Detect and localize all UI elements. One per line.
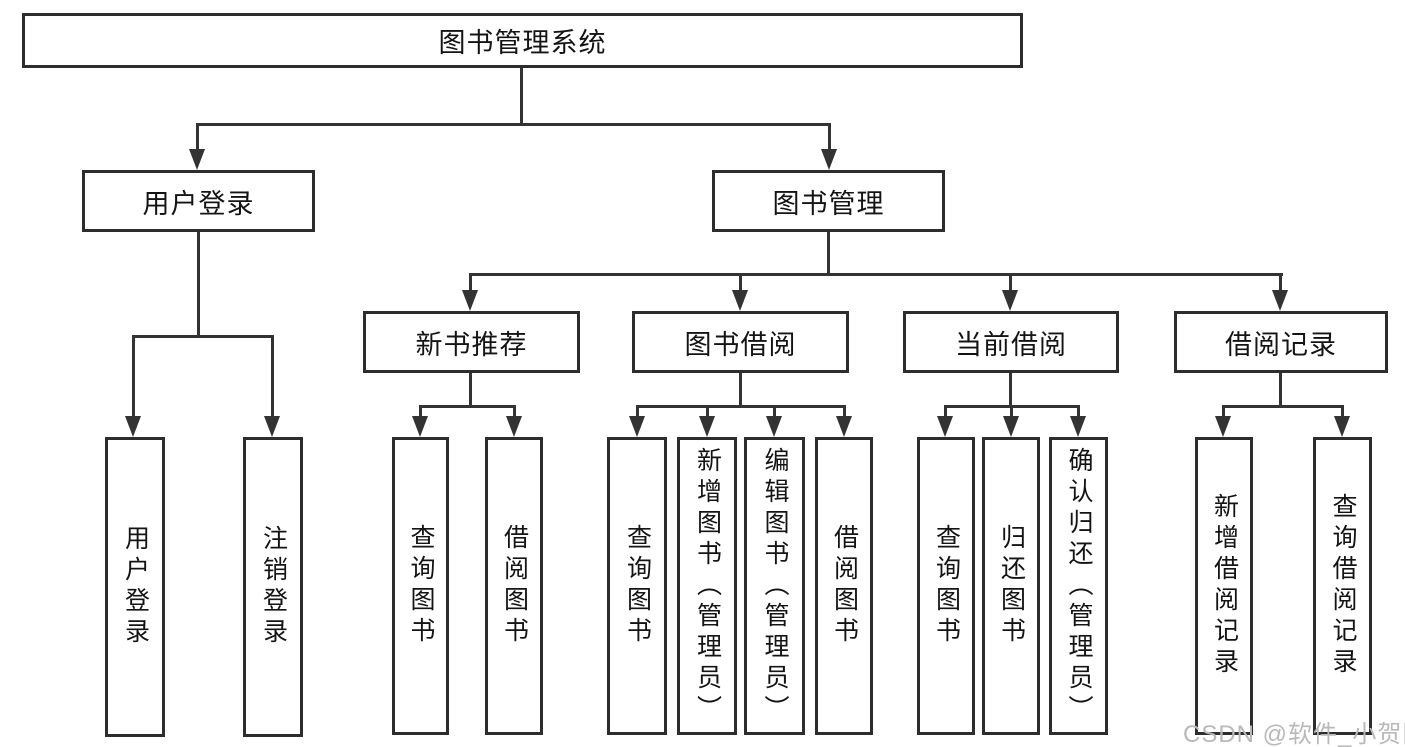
node-label: 查询借阅记录 [1329,493,1357,679]
connector-line [196,123,199,151]
node-label: 编辑图书（管理员） [761,446,789,726]
arrow-down-icon [264,416,280,437]
connector-line [469,273,1283,276]
node-label: 归还图书 [997,524,1026,648]
connector-line [843,405,846,421]
node-label: 新增图书（管理员） [693,446,722,726]
arrow-down-icon [412,416,428,437]
csdn-watermark: CSDN @软件_小贺同学 [1183,721,1405,747]
leaf-query-books-recommend: 查询图书 [392,437,449,735]
connector-line [706,405,709,421]
connector-line [132,335,135,421]
node-label: 借阅图书 [830,524,859,648]
leaf-confirm-return-admin: 确认归还（管理员） [1049,437,1108,735]
leaf-borrow-books-recommend: 借阅图书 [485,437,543,735]
connector-line [520,68,523,126]
arrow-down-icon [506,416,522,437]
connector-line [828,123,831,151]
arrow-down-icon [836,416,852,437]
connector-line [773,405,776,421]
leaf-logout: 注销登录 [243,437,303,737]
arrow-down-icon [1002,290,1018,311]
connector-line [636,405,639,421]
arrow-down-icon [629,416,645,437]
node-label: 借阅记录 [1225,329,1337,360]
connector-line [1279,273,1282,295]
connector-line [419,405,422,421]
connector-line [636,405,845,408]
node-user-login: 用户登录 [82,170,315,232]
arrow-down-icon [937,416,953,437]
node-label: 查询图书 [932,524,961,648]
node-library-management-system: 图书管理系统 [22,13,1023,68]
connector-line [739,273,742,295]
node-label: 用户登录 [121,525,150,649]
connector-line [197,232,200,338]
leaf-query-books-borrow: 查询图书 [607,437,667,735]
arrow-down-icon [1334,416,1350,437]
node-new-book-recommend: 新书推荐 [363,311,580,373]
node-label: 图书借阅 [684,329,797,360]
node-label: 图书管理 [772,188,885,219]
connector-line [827,232,830,276]
connector-line [1077,405,1080,421]
arrow-down-icon [189,149,205,170]
connector-line [469,373,472,408]
node-label: 确认归还（管理员） [1065,446,1093,726]
arrow-down-icon [732,290,748,311]
leaf-user-login: 用户登录 [105,437,165,737]
connector-line [944,405,947,421]
connector-line [271,335,274,421]
leaf-borrow-books: 借阅图书 [815,437,873,735]
connector-line [419,405,516,408]
node-label: 用户登录 [142,188,255,219]
arrow-down-icon [1070,416,1086,437]
arrow-down-icon [766,416,782,437]
arrow-down-icon [821,149,837,170]
arrow-down-icon [462,290,478,311]
node-borrowing-records: 借阅记录 [1174,311,1388,373]
arrow-down-icon [125,416,141,437]
arrow-down-icon [1272,290,1288,311]
node-label: 新书推荐 [415,329,528,360]
node-book-management: 图书管理 [712,170,945,232]
connector-line [513,405,516,421]
node-label: 图书管理系统 [438,28,607,58]
connector-line [1010,405,1013,421]
connector-line [1279,373,1282,408]
connector-line [1222,405,1225,421]
connector-line [1009,373,1012,408]
leaf-add-books-admin: 新增图书（管理员） [677,437,737,735]
leaf-add-borrow-record: 新增借阅记录 [1195,437,1253,735]
arrow-down-icon [1215,416,1231,437]
leaf-query-books-current: 查询图书 [917,437,975,735]
node-label: 新增借阅记录 [1210,493,1239,679]
node-label: 查询图书 [623,524,652,648]
connector-line [1341,405,1344,421]
node-current-borrowing: 当前借阅 [903,311,1119,373]
connector-line [739,373,742,408]
connector-line [1009,273,1012,295]
leaf-query-borrow-record: 查询借阅记录 [1313,437,1372,735]
node-label: 借阅图书 [500,524,529,648]
connector-line [132,335,274,338]
node-label: 查询图书 [407,524,435,648]
connector-line [196,123,831,126]
node-book-borrowing: 图书借阅 [632,311,849,373]
leaf-edit-books-admin: 编辑图书（管理员） [744,437,805,735]
arrow-down-icon [699,416,715,437]
leaf-return-books: 归还图书 [982,437,1040,735]
node-label: 注销登录 [259,525,288,649]
connector-line [469,273,472,295]
node-label: 当前借阅 [955,329,1067,360]
arrow-down-icon [1003,416,1019,437]
connector-line [1222,405,1343,408]
